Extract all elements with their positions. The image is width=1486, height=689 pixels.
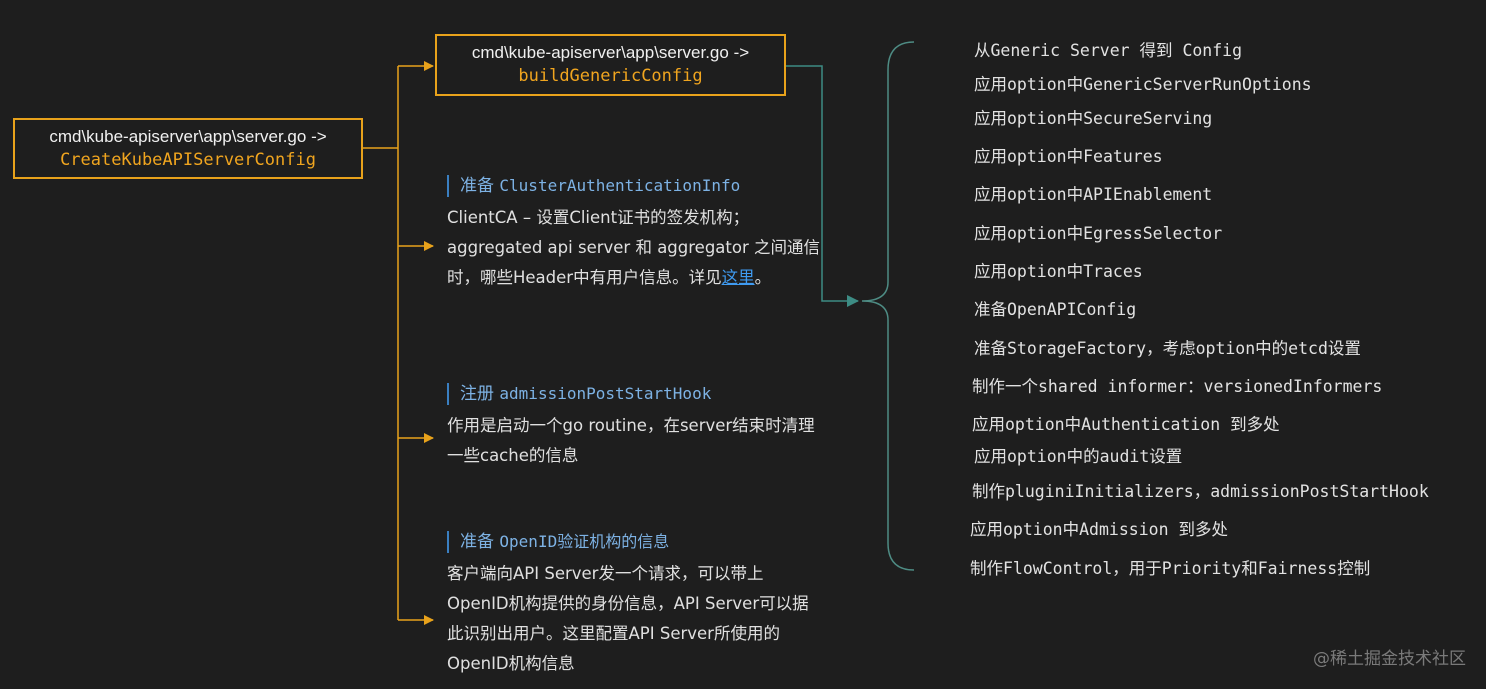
step-item: 应用option中EgressSelector <box>974 224 1223 243</box>
box-function-name: CreateKubeAPIServerConfig <box>60 150 316 170</box>
note-body: 作用是启动一个go routine，在server结束时清理 一些cache的信… <box>447 411 832 471</box>
step-item: 应用option中Admission 到多处 <box>970 520 1228 539</box>
note-body: ClientCA – 设置Client证书的签发机构； aggregated a… <box>447 203 832 293</box>
note-line-suffix: 。 <box>754 268 772 287</box>
note-line: aggregated api server 和 aggregator 之间通信 <box>447 238 820 257</box>
note-title: 准备 OpenID验证机构的信息 <box>447 531 832 553</box>
step-item: 制作一个shared informer：versionedInformers <box>972 377 1383 396</box>
note-title-prefix: 准备 <box>460 532 494 552</box>
step-item: 应用option中APIEnablement <box>974 185 1213 204</box>
note-title-name: admissionPostStartHook <box>499 384 712 403</box>
note-cluster-authentication-info: 准备 ClusterAuthenticationInfo ClientCA – … <box>447 175 832 293</box>
step-item: 应用option中Features <box>974 147 1163 166</box>
note-title: 注册 admissionPostStartHook <box>447 383 832 405</box>
create-kube-apiserver-config-box: cmd\kube-apiserver\app\server.go -> Crea… <box>13 118 363 179</box>
box-source-path: cmd\kube-apiserver\app\server.go -> <box>471 43 750 62</box>
steps-brace <box>861 41 915 571</box>
step-item: 应用option中Authentication 到多处 <box>972 415 1280 434</box>
details-link[interactable]: 这里 <box>721 268 755 287</box>
box-function-name: buildGenericConfig <box>518 66 703 86</box>
step-item: 制作FlowControl，用于Priority和Fairness控制 <box>970 559 1371 578</box>
note-line: 此识别出用户。这里配置API Server所使用的 <box>447 624 780 643</box>
note-line: 客户端向API Server发一个请求，可以带上 <box>447 564 764 583</box>
build-generic-config-box: cmd\kube-apiserver\app\server.go -> buil… <box>435 34 786 96</box>
note-openid-info: 准备 OpenID验证机构的信息 客户端向API Server发一个请求，可以带… <box>447 531 832 679</box>
note-title-name: ClusterAuthenticationInfo <box>499 176 741 195</box>
step-item: 准备OpenAPIConfig <box>974 300 1137 319</box>
note-line-text: 时，哪些Header中有用户信息。详见 <box>447 268 722 287</box>
step-item: 准备StorageFactory，考虑option中的etcd设置 <box>974 339 1361 358</box>
note-title: 准备 ClusterAuthenticationInfo <box>447 175 832 197</box>
note-line: OpenID机构提供的身份信息，API Server可以据 <box>447 594 809 613</box>
note-body: 客户端向API Server发一个请求，可以带上 OpenID机构提供的身份信息… <box>447 559 832 679</box>
connector-build-to-steps <box>786 65 859 307</box>
box-source-path: cmd\kube-apiserver\app\server.go -> <box>49 127 327 146</box>
step-item: 应用option中的audit设置 <box>974 447 1183 466</box>
note-admission-post-start-hook: 注册 admissionPostStartHook 作用是启动一个go rout… <box>447 383 832 471</box>
note-line: 一些cache的信息 <box>447 446 579 465</box>
note-title-prefix: 准备 <box>460 176 494 196</box>
note-line: OpenID机构信息 <box>447 654 575 673</box>
note-line: 时，哪些Header中有用户信息。详见这里。 <box>447 263 832 293</box>
watermark: @稀土掘金技术社区 <box>1313 649 1466 669</box>
step-item: 制作pluginiInitializers，admissionPostStart… <box>972 482 1429 501</box>
note-line: 作用是启动一个go routine，在server结束时清理 <box>447 416 815 435</box>
step-item: 从Generic Server 得到 Config <box>974 41 1243 60</box>
step-item: 应用option中SecureServing <box>974 109 1213 128</box>
step-item: 应用option中GenericServerRunOptions <box>974 75 1312 94</box>
step-item: 应用option中Traces <box>974 262 1143 281</box>
note-title-prefix: 注册 <box>460 384 494 404</box>
note-title-name: OpenID验证机构的信息 <box>499 532 670 551</box>
note-line: ClientCA – 设置Client证书的签发机构； <box>447 208 750 227</box>
